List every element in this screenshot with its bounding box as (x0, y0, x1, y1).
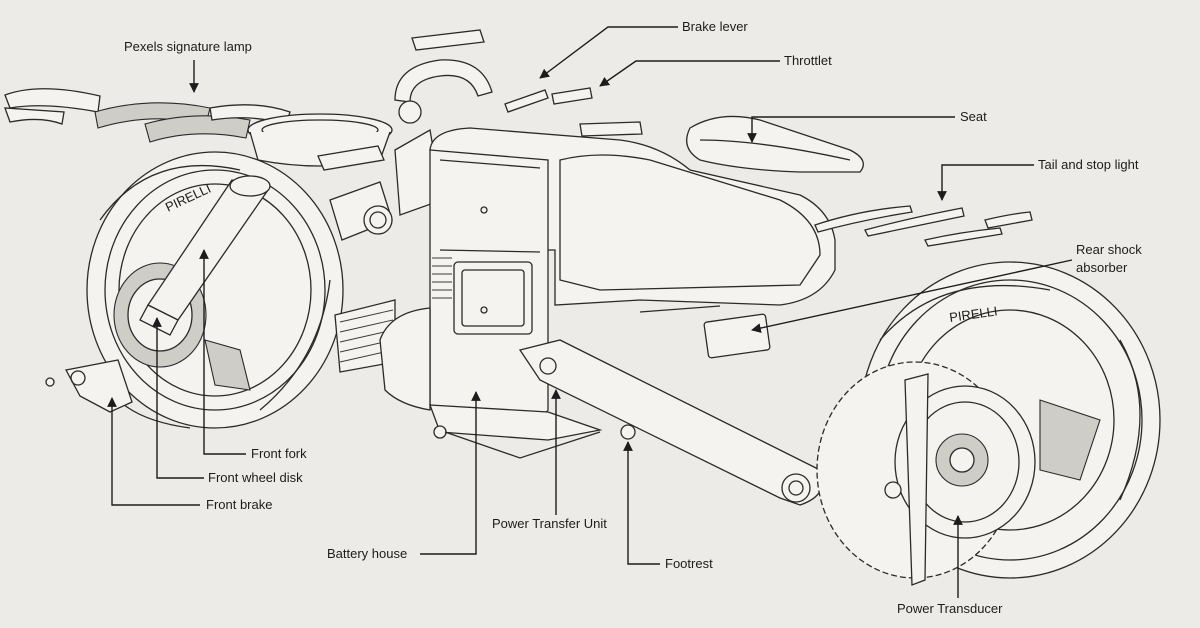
label-rear-shock-line1: Rear shock (1076, 242, 1142, 257)
label-rear-shock-line2: absorber (1076, 260, 1128, 275)
battery-house-shape (379, 307, 603, 459)
label-battery-house: Battery house (327, 546, 407, 561)
label-pexels-signature-lamp: Pexels signature lamp (124, 39, 252, 54)
tail-light-parts (814, 205, 1033, 247)
label-brake-lever: Brake lever (682, 19, 748, 34)
label-footrest: Footrest (665, 556, 713, 571)
swing-arm (518, 339, 824, 506)
label-seat: Seat (960, 109, 987, 124)
label-power-transfer-unit: Power Transfer Unit (492, 516, 607, 531)
label-front-fork: Front fork (251, 446, 307, 461)
signature-lamp-parts (4, 88, 291, 143)
label-front-brake: Front brake (206, 497, 272, 512)
front-brake-caliper (45, 359, 133, 413)
radiator (334, 299, 396, 373)
callout-labels: Pexels signature lamp Brake lever Thrott… (124, 19, 1142, 616)
rear-sprocket (816, 361, 1036, 586)
label-throttlet: Throttlet (784, 53, 832, 68)
label-front-wheel-disk: Front wheel disk (208, 470, 303, 485)
label-power-transducer: Power Transducer (897, 601, 1003, 616)
rear-tire-brand: PIRELLI (948, 303, 998, 325)
rear-shock (639, 305, 771, 359)
main-body (429, 127, 836, 416)
callout-lines (107, 26, 1073, 598)
label-tail-and-stop-light: Tail and stop light (1038, 157, 1139, 172)
seat-shape (686, 115, 864, 173)
handlebar-parts (394, 29, 643, 137)
